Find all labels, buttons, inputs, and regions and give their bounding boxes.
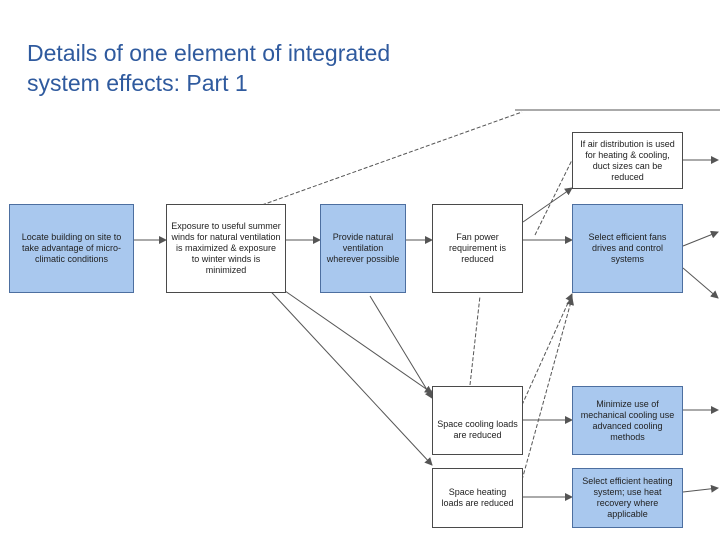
page-title: Details of one element of integrated sys… xyxy=(27,38,507,98)
node-locate-building: Locate building on site to take advantag… xyxy=(9,204,134,293)
node-fan-power: Fan power requirement is reduced xyxy=(432,204,523,293)
node-efficient-heating: Select efficient heating system; use hea… xyxy=(572,468,683,528)
arrow-right-2 xyxy=(682,230,719,247)
node-efficient-fans: Select efficient fans drives and control… xyxy=(572,204,683,293)
arrow-ventilation-to-cooling xyxy=(369,295,433,399)
arrow-exposure-to-top xyxy=(261,111,523,206)
node-label: Space cooling loads are reduced xyxy=(437,418,518,440)
node-cooling-loads: Space cooling loads are reduced xyxy=(432,386,523,455)
node-heating-loads: Space heating loads are reduced xyxy=(432,468,523,528)
arrow-fan-to-air xyxy=(522,187,573,223)
node-label: Select efficient heating system; use hea… xyxy=(582,476,673,519)
node-label: Locate building on site to take advantag… xyxy=(21,232,122,264)
node-label: Space heating loads are reduced xyxy=(441,487,514,508)
dashed-air-up xyxy=(534,159,573,236)
node-label: Minimize use of mechanical cooling use a… xyxy=(580,398,675,442)
node-label: Fan power requirement is reduced xyxy=(448,232,507,264)
node-air-distribution: If air distribution is used for heating … xyxy=(572,132,683,189)
arrow-right-5 xyxy=(682,484,719,493)
arrow-exposure-to-cooling xyxy=(261,274,433,394)
node-exposure-winds: Exposure to useful summer winds for natu… xyxy=(166,204,286,293)
arrow-exposure-to-heating xyxy=(261,281,433,466)
node-label: Select efficient fans drives and control… xyxy=(588,232,667,264)
dashed-cooling-to-fans xyxy=(521,293,573,406)
dashed-cooling-to-fan xyxy=(469,295,481,386)
node-label: If air distribution is used for heating … xyxy=(580,138,675,182)
node-label: Provide natural ventilation wherever pos… xyxy=(326,232,400,264)
arrow-right-3 xyxy=(682,267,719,299)
title-line-1: Details of one element of integrated xyxy=(27,40,391,66)
title-line-2: system effects: Part 1 xyxy=(27,70,248,96)
node-label: Exposure to useful summer winds for natu… xyxy=(171,221,281,275)
node-mechanical-cooling: Minimize use of mechanical cooling use a… xyxy=(572,386,683,455)
dashed-heating-to-fans xyxy=(521,297,575,481)
node-natural-ventilation: Provide natural ventilation wherever pos… xyxy=(320,204,406,293)
